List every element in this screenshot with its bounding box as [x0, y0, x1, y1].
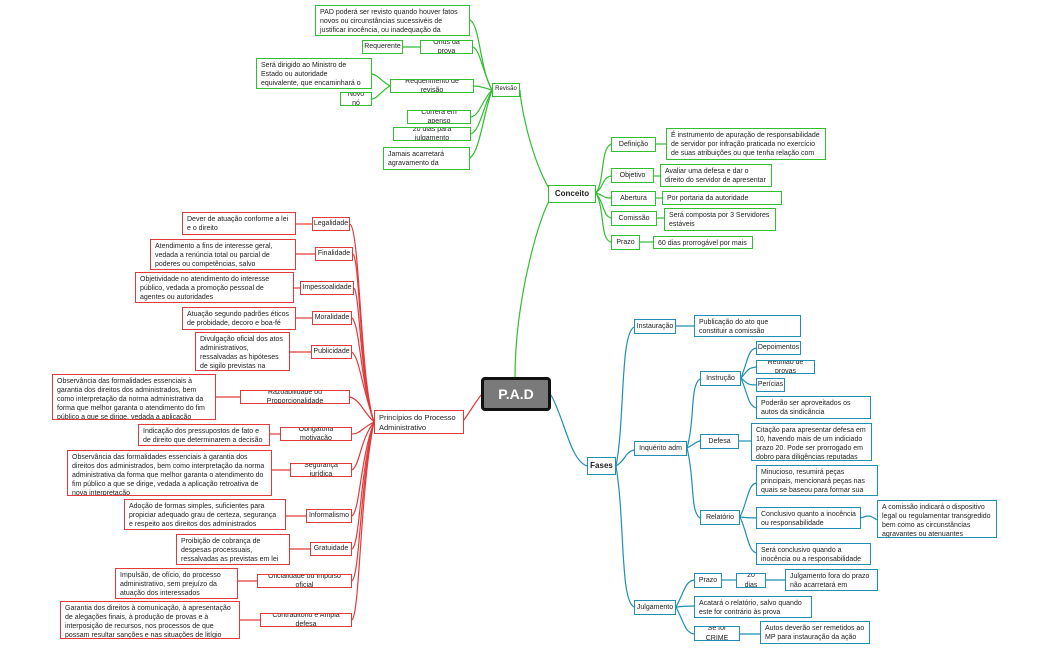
relatorio-conclusivo[interactable]: Conclusivo quanto a inocência ou respons…	[756, 507, 861, 529]
julgamento-crime[interactable]: Se for CRIME	[694, 626, 740, 641]
revisao-pad-revisto[interactable]: PAD poderá ser revisto quando houver fat…	[315, 5, 470, 36]
principio-motivacao-text[interactable]: Indicação dos pressupostos de fato e de …	[138, 424, 270, 446]
root-node[interactable]: P.A.D	[481, 377, 551, 411]
principio-gratuidade-text[interactable]: Proibição de cobrança de despesas proces…	[176, 534, 290, 565]
fase-instauracao[interactable]: Instauração	[634, 319, 676, 334]
julgamento-crime-text[interactable]: Autos deverão ser remetidos ao MP para i…	[760, 621, 870, 644]
relatorio-sera-conclusivo[interactable]: Será conclusivo quando a inocência ou a …	[756, 543, 871, 565]
julgamento-prazo[interactable]: Prazo	[694, 573, 722, 588]
revisao-novo-no[interactable]: Novo nó	[340, 92, 372, 106]
fase-instauracao-text[interactable]: Publicação do ato que constituir a comis…	[694, 315, 801, 337]
conceito-definicao-text[interactable]: É instrumento de apuração de responsabil…	[666, 128, 826, 160]
instrucao-reuniao-provas[interactable]: Reunião de provas	[756, 360, 815, 374]
principio-impessoalidade-text[interactable]: Objetividade no atendimento do interesse…	[135, 272, 294, 303]
principio-motivacao[interactable]: Obrigatória motivação	[280, 427, 352, 441]
fase-julgamento[interactable]: Julgamento	[634, 600, 676, 615]
revisao-node[interactable]: Revisão	[492, 83, 520, 97]
principio-impessoalidade[interactable]: Impessoalidade	[300, 281, 354, 295]
principio-seguranca-text[interactable]: Observância das formalidades essenciais …	[67, 450, 272, 496]
revisao-apenso[interactable]: Correrá em apenso	[407, 110, 471, 124]
conceito-prazo-label[interactable]: Prazo	[611, 235, 640, 250]
principio-publicidade-text[interactable]: Divulgação oficial dos atos administrati…	[195, 332, 290, 371]
principio-contraditorio-text[interactable]: Garantia dos direitos à comunicação, à a…	[60, 601, 240, 639]
principio-oficialidade[interactable]: Oficialidade ou Impulso oficial	[257, 574, 352, 588]
principio-finalidade-text[interactable]: Atendimento a fins de interesse geral, v…	[150, 239, 296, 270]
conceito-objetivo-label[interactable]: Objetivo	[611, 168, 654, 183]
fases-node[interactable]: Fases	[587, 457, 616, 475]
inquerito-defesa[interactable]: Defesa	[700, 434, 739, 449]
principio-legalidade-text[interactable]: Dever de atuação conforme a lei e o dire…	[182, 212, 296, 235]
conceito-abertura-label[interactable]: Abertura	[611, 191, 656, 206]
principio-contraditorio[interactable]: Contraditório e Ampla defesa	[260, 613, 352, 627]
conceito-comissao-text[interactable]: Será composta por 3 Servidores estáveis	[664, 208, 776, 231]
principio-finalidade[interactable]: Finalidade	[315, 247, 353, 261]
relatorio-minucioso[interactable]: Minucioso, resumirá peças principais, me…	[756, 465, 878, 496]
principio-informalismo-text[interactable]: Adoção de formas simples, suficientes pa…	[124, 499, 286, 530]
revisao-onus-prova[interactable]: Ônus da prova	[420, 40, 473, 54]
julgamento-20-dias[interactable]: 20 dias	[736, 573, 766, 588]
principio-informalismo[interactable]: Informalismo	[306, 509, 352, 523]
conceito-comissao-label[interactable]: Comissão	[611, 211, 657, 226]
conceito-definicao-label[interactable]: Definição	[611, 137, 656, 152]
conceito-prazo-text[interactable]: 60 dias prorrogável por mais 60	[653, 236, 753, 249]
principio-moralidade[interactable]: Moralidade	[312, 311, 352, 325]
principios-node[interactable]: Princípios do Processo Administrativo	[374, 410, 464, 434]
principio-gratuidade[interactable]: Gratuidade	[310, 542, 352, 556]
conceito-objetivo-text[interactable]: Avaliar uma defesa e dar o direito do se…	[660, 164, 772, 187]
conceito-abertura-text[interactable]: Por portaria da autoridade competente	[662, 191, 782, 205]
principio-razoabilidade[interactable]: Razoabilidade ou Proporcionalidade	[240, 390, 350, 404]
principio-legalidade[interactable]: Legalidade	[312, 217, 350, 231]
instrucao-pericias[interactable]: Perícias	[756, 378, 785, 392]
revisao-20-dias[interactable]: 20 dias para julgamento	[393, 127, 471, 141]
defesa-text[interactable]: Citação para apresentar defesa em 10, ha…	[751, 423, 872, 461]
inquerito-instrucao[interactable]: Instrução	[700, 371, 741, 386]
revisao-requerimento[interactable]: Requerimento de revisão	[390, 79, 474, 93]
revisao-jamais[interactable]: Jamais acarretará agravamento da penalid…	[383, 147, 470, 170]
conceito-node[interactable]: Conceito	[548, 185, 596, 203]
principio-oficialidade-text[interactable]: Impulsão, de ofício, do processo adminis…	[115, 568, 238, 599]
revisao-requerente[interactable]: Requerente	[362, 40, 403, 54]
relatorio-comissao-indicara[interactable]: A comissão indicará o dispositivo legal …	[877, 500, 997, 538]
inquerito-relatorio[interactable]: Relatório	[700, 510, 740, 525]
revisao-ministro[interactable]: Será dirigido ao Ministro de Estado ou a…	[256, 58, 372, 89]
principio-moralidade-text[interactable]: Atuação segundo padrões éticos de probid…	[182, 307, 296, 330]
principio-razoabilidade-text[interactable]: Observância das formalidades essenciais …	[52, 374, 216, 420]
julgamento-acatara[interactable]: Acatará o relatório, salvo quando este f…	[694, 596, 812, 618]
instrucao-depoimentos[interactable]: Depoimentos	[756, 341, 801, 355]
principio-seguranca[interactable]: Segurança jurídica	[290, 463, 352, 477]
fase-inquerito[interactable]: Inquérito adm	[634, 441, 687, 456]
principio-publicidade[interactable]: Publicidade	[311, 345, 352, 359]
julgamento-fora-prazo[interactable]: Julgamento fora do prazo não acarretará …	[785, 569, 878, 591]
instrucao-sindicancia[interactable]: Poderão ser aproveitados os autos da sin…	[756, 396, 871, 419]
